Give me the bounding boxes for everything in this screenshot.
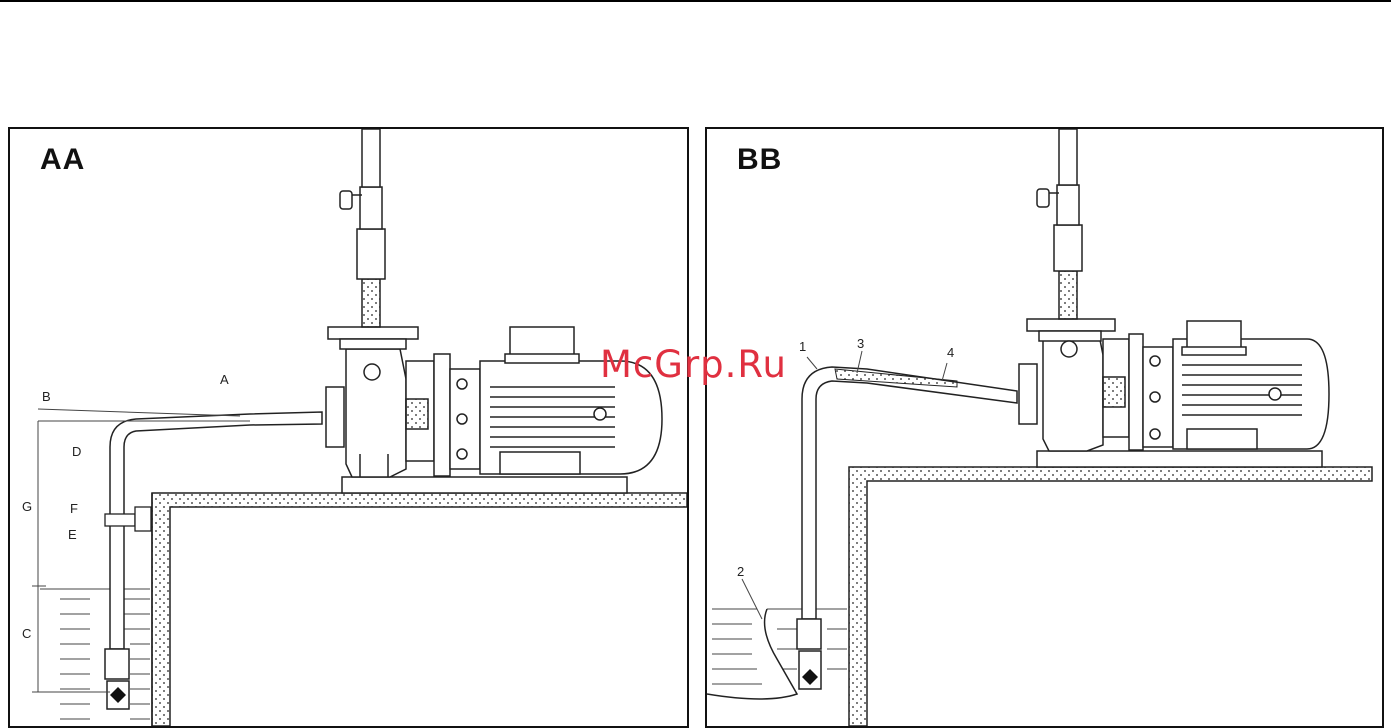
diagram-panel-bb: BB 1 3 4 2 xyxy=(705,127,1384,728)
pump-base xyxy=(342,477,627,493)
discharge-pipe xyxy=(1037,129,1082,319)
installation-drawing-bb xyxy=(707,129,1382,726)
label-b: B xyxy=(42,389,51,404)
label-e: E xyxy=(68,527,77,542)
discharge-pipe xyxy=(340,129,385,327)
foot-valve xyxy=(105,649,129,679)
leader-lines xyxy=(742,351,947,619)
label-a: A xyxy=(220,372,229,387)
label-f: F xyxy=(70,501,78,516)
water-level xyxy=(712,609,847,684)
water-level xyxy=(40,589,150,719)
label-4: 4 xyxy=(947,345,954,360)
label-d: D xyxy=(72,444,81,459)
ground-block xyxy=(152,493,687,726)
pump-body xyxy=(326,327,450,477)
ground-block xyxy=(849,467,1372,726)
panel-title-aa: AA xyxy=(40,143,85,177)
diagram-panel-aa: AA A B D G F E C xyxy=(8,127,689,728)
label-c: C xyxy=(22,626,31,641)
panel-title-bb: BB xyxy=(737,143,782,177)
dimension-lines xyxy=(32,409,250,692)
label-2: 2 xyxy=(737,564,744,579)
pump-base xyxy=(1037,451,1322,467)
top-rule xyxy=(0,0,1391,2)
installation-drawing-aa xyxy=(10,129,687,726)
label-g: G xyxy=(22,499,32,514)
pump-body xyxy=(1019,319,1143,451)
motor xyxy=(1143,321,1329,449)
suction-pipe xyxy=(802,367,1017,619)
foot-valve xyxy=(797,619,821,649)
label-3: 3 xyxy=(857,336,864,351)
label-1: 1 xyxy=(799,339,806,354)
watermark: McGrp.Ru xyxy=(600,343,787,386)
